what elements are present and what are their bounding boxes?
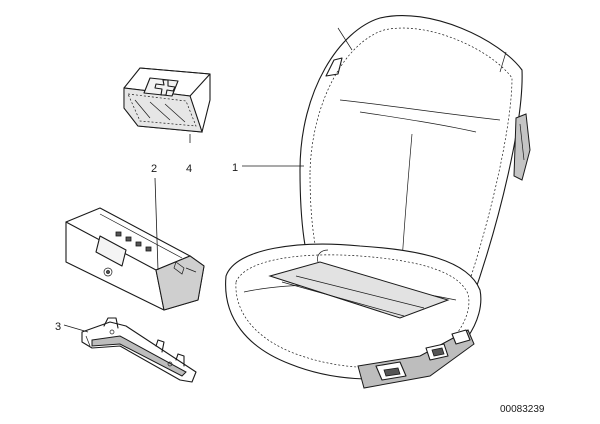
reference-number: 00083239 (500, 404, 545, 415)
cross-icon (154, 79, 176, 96)
callout-box: 2 (151, 163, 157, 175)
first-aid-kit-illustration (123, 67, 211, 133)
storage-box-illustration (65, 207, 205, 311)
callout-bracket: 3 (55, 321, 61, 333)
callout-kit: 4 (186, 163, 192, 175)
leader-line-box (154, 177, 159, 271)
seat-illustration (225, 14, 531, 389)
bracket-illustration (81, 317, 197, 383)
leader-line-bracket (63, 324, 89, 333)
callout-seat: 1 (232, 162, 238, 174)
